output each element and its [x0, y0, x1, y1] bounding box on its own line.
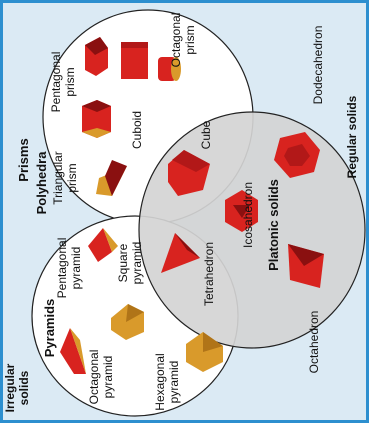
- hexagonal-prism-shape: [82, 100, 111, 138]
- octagonal-prism-shape: [158, 57, 181, 81]
- polyhedra-title: Polyhedra: [34, 151, 49, 215]
- hexagonal-pyramid-shape: [186, 332, 223, 372]
- triangular-prism-label-2: prism: [65, 163, 79, 192]
- cuboid-shape: [121, 42, 148, 79]
- square-pyramid-label-1: Square: [116, 243, 130, 282]
- cuboid-label: Cuboid: [130, 111, 144, 149]
- octagonal-prism-label-1: Octagonal: [169, 13, 183, 68]
- octagonal-prism-label-2: prism: [183, 25, 197, 54]
- tetrahedron-label: Tetrahedron: [202, 242, 216, 306]
- pentagonal-prism-label-1: Pentagonal: [49, 52, 63, 113]
- hexagonal-pyramid-label-2: pyramid: [167, 361, 181, 404]
- octahedron-shape: [288, 244, 324, 288]
- octahedron-label: Octahedron: [307, 311, 321, 374]
- regular-solids-label: Regular solids: [345, 95, 359, 178]
- pentagonal-pyramid-label-2: pyramid: [69, 247, 83, 290]
- octagonal-pyramid-shape: [60, 328, 86, 374]
- pentagonal-prism-shape: [85, 37, 108, 76]
- icosahedron-label: Icosahedron: [241, 182, 255, 248]
- pentagonal-pyramid-shape: [111, 304, 144, 340]
- cube-shape: [168, 150, 210, 196]
- cube-label: Cube: [199, 120, 213, 149]
- triangular-prism-shape: [96, 160, 127, 196]
- square-pyramid-shape: [88, 228, 118, 262]
- tetrahedron-shape: [161, 233, 200, 273]
- hexagonal-pyramid-label-1: Hexagonal: [153, 353, 167, 410]
- square-pyramid-label-2: pyramid: [130, 242, 144, 285]
- platonic-set-label: Platonic solids: [266, 179, 281, 271]
- icosahedron-shape: [225, 190, 258, 232]
- dodecahedron-label: Dodecahedron: [311, 26, 325, 105]
- pyramids-set-label: Pyramids: [42, 299, 57, 358]
- octagonal-pyramid-label-1: Octagonal: [87, 350, 101, 405]
- irregular-solids-line2: solids: [17, 370, 31, 405]
- octagonal-pyramid-label-2: pyramid: [101, 356, 115, 399]
- triangular-prism-label-1: Triangular: [51, 151, 65, 205]
- dodecahedron-shape: [274, 132, 320, 178]
- irregular-solids-line1: Irregular: [3, 363, 17, 412]
- pentagonal-prism-label-2: prism: [63, 67, 77, 96]
- pentagonal-pyramid-label-1: Pentagonal: [55, 238, 69, 299]
- prisms-set-label: Prisms: [16, 138, 31, 181]
